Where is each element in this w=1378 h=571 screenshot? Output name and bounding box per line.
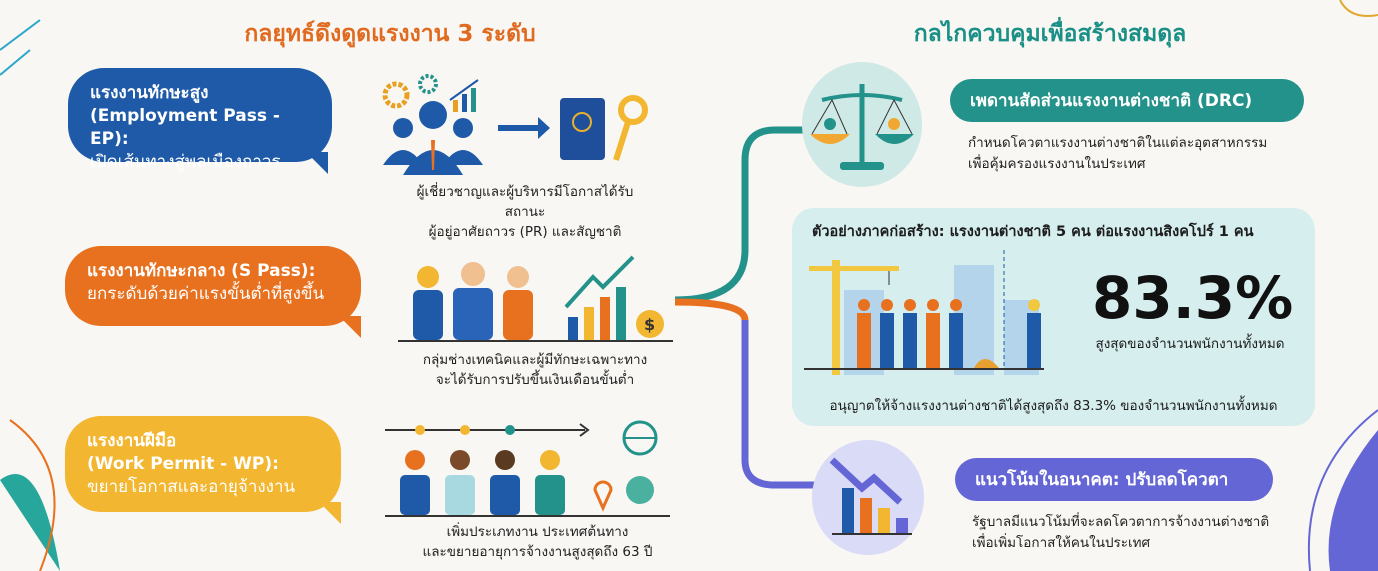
spass-illustration: $ (398, 255, 673, 342)
balance-scale-icon (810, 84, 914, 170)
future-desc: รัฐบาลมีแนวโน้มที่จะลดโควตาการจ้างงานต่า… (972, 512, 1269, 554)
growth-chart-icon (564, 255, 635, 340)
wp-line-3: ขยายโอกาสและอายุจ้างงาน (87, 477, 296, 497)
construction-illustration (804, 250, 1044, 375)
location-pin-icon (593, 480, 613, 512)
wp-line-2: (Work Permit - WP): (87, 454, 279, 474)
spass-caption: กลุ่มช่างเทคนิคและผู้มีทักษะเฉพาะทาง จะไ… (400, 350, 670, 390)
scale-icon-circle (802, 62, 922, 187)
trend-icon-circle (812, 440, 924, 555)
arrow-right-icon (498, 117, 550, 139)
ep-caption-line-2: ผู้อยู่อาศัยถาวร (PR) และสัญชาติ (428, 224, 622, 240)
workers-icon (400, 450, 565, 515)
spass-caption-line-2: จะได้รับการปรับขึ้นเงินเดือนขั้นต่ำ (435, 372, 635, 388)
globe-icon (622, 420, 658, 456)
gear-icon (382, 74, 438, 109)
declining-chart-icon (829, 457, 912, 535)
ep-caption: ผู้เชี่ยวชาญและผู้บริหารมีโอกาสได้รับสถา… (400, 182, 650, 242)
ep-line-3: เปิดเส้นทางสู่พลเมืองถาวร (90, 152, 281, 172)
wp-line-1: แรงงานฝีมือ (87, 431, 177, 451)
ep-bubble: แรงงานทักษะสูง (Employment Pass - EP): เ… (68, 68, 332, 174)
ep-line-2: (Employment Pass - EP): (90, 106, 280, 149)
spass-line-1: แรงงานทักษะกลาง (S Pass): (87, 261, 316, 281)
desk-globe-icon (626, 476, 654, 504)
crane-icon (809, 260, 899, 375)
example-heading: ตัวอย่างภาคก่อสร้าง: แรงงานต่างชาติ 5 คน… (812, 224, 1254, 240)
technicians-icon (413, 262, 533, 340)
key-icon (613, 95, 648, 161)
svg-text:$: $ (644, 315, 655, 334)
stat-label: สูงสุดของจำนวนพนักงานทั้งหมด (1095, 336, 1285, 352)
example-note: อนุญาตให้จ้างแรงงานต่างชาติได้สูงสุดถึง … (829, 398, 1278, 414)
drc-desc-line-1: กำหนดโควตาแรงงานต่างชาติในแต่ละอุตสาหกรร… (968, 135, 1268, 151)
right-section-title: กลไกควบคุมเพื่อสร้างสมดุล (913, 21, 1187, 47)
dollar-coin-icon: $ (636, 310, 664, 338)
wp-illustration (385, 420, 670, 517)
ep-caption-line-1: ผู้เชี่ยวชาญและผู้บริหารมีโอกาสได้รับสถา… (416, 184, 634, 220)
future-label: แนวโน้มในอนาคต: ปรับลดโควตา (955, 458, 1273, 501)
stat-value: 83.3% (1092, 264, 1294, 332)
spass-caption-line-1: กลุ่มช่างเทคนิคและผู้มีทักษะเฉพาะทาง (422, 352, 648, 368)
ep-line-1: แรงงานทักษะสูง (90, 83, 209, 103)
future-desc-line-2: เพื่อเพิ่มโอกาสให้คนในประเทศ (972, 535, 1151, 551)
people-icon (383, 101, 483, 175)
construction-example-panel: ตัวอย่างภาคก่อสร้าง: แรงงานต่างชาติ 5 คน… (792, 208, 1315, 426)
workers-row-icon (857, 250, 1041, 368)
drc-desc: กำหนดโควตาแรงงานต่างชาติในแต่ละอุตสาหกรร… (968, 133, 1267, 175)
wp-caption-line-2: และขยายอายุการจ้างงานสูงสุดถึง 63 ปี (422, 544, 653, 560)
passport-icon (560, 98, 605, 160)
spass-line-2: ยกระดับด้วยค่าแรงขั้นต่ำที่สูงขึ้น (87, 284, 325, 304)
drc-desc-line-2: เพื่อคุ้มครองแรงงานในประเทศ (968, 156, 1146, 172)
bar-chart-icon (449, 79, 479, 112)
left-section-title: กลยุทธ์ดึงดูดแรงงาน 3 ระดับ (244, 21, 536, 47)
wp-caption-line-1: เพิ่มประเภทงาน ประเทศต้นทาง (446, 524, 629, 540)
drc-label: เพดานสัดส่วนแรงงานต่างชาติ (DRC) (950, 79, 1304, 122)
wp-caption: เพิ่มประเภทงาน ประเทศต้นทาง และขยายอายุก… (400, 522, 675, 562)
future-desc-line-1: รัฐบาลมีแนวโน้มที่จะลดโควตาการจ้างงานต่า… (972, 514, 1270, 530)
spass-bubble: แรงงานทักษะกลาง (S Pass): ยกระดับด้วยค่า… (65, 246, 361, 338)
timeline-arrow-icon (385, 423, 590, 437)
wp-bubble: แรงงานฝีมือ (Work Permit - WP): ขยายโอกา… (65, 416, 341, 524)
ep-illustration (382, 74, 648, 175)
